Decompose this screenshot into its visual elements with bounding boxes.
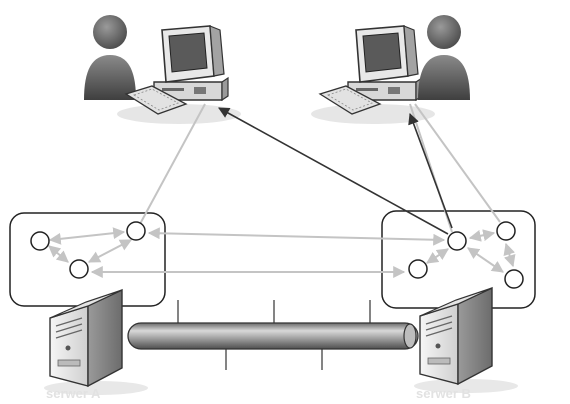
request-arrows — [218, 107, 453, 235]
network-bus-icon — [127, 300, 419, 370]
node — [504, 269, 524, 289]
node — [447, 231, 467, 251]
server-a-label: serwer A — [46, 386, 101, 401]
node — [408, 259, 428, 279]
server-tower-icon — [414, 286, 518, 393]
node — [69, 259, 89, 279]
desktop-computer-icon — [311, 25, 435, 124]
desktop-computer-icon — [117, 25, 241, 124]
node-links — [48, 103, 516, 278]
nodes — [30, 221, 524, 289]
node — [30, 231, 50, 251]
node — [126, 221, 146, 241]
user-icon — [84, 15, 136, 100]
server-tower-icon — [44, 288, 148, 395]
server-b-label: serwer B — [416, 386, 471, 401]
user-icon — [418, 15, 470, 100]
node — [496, 221, 516, 241]
